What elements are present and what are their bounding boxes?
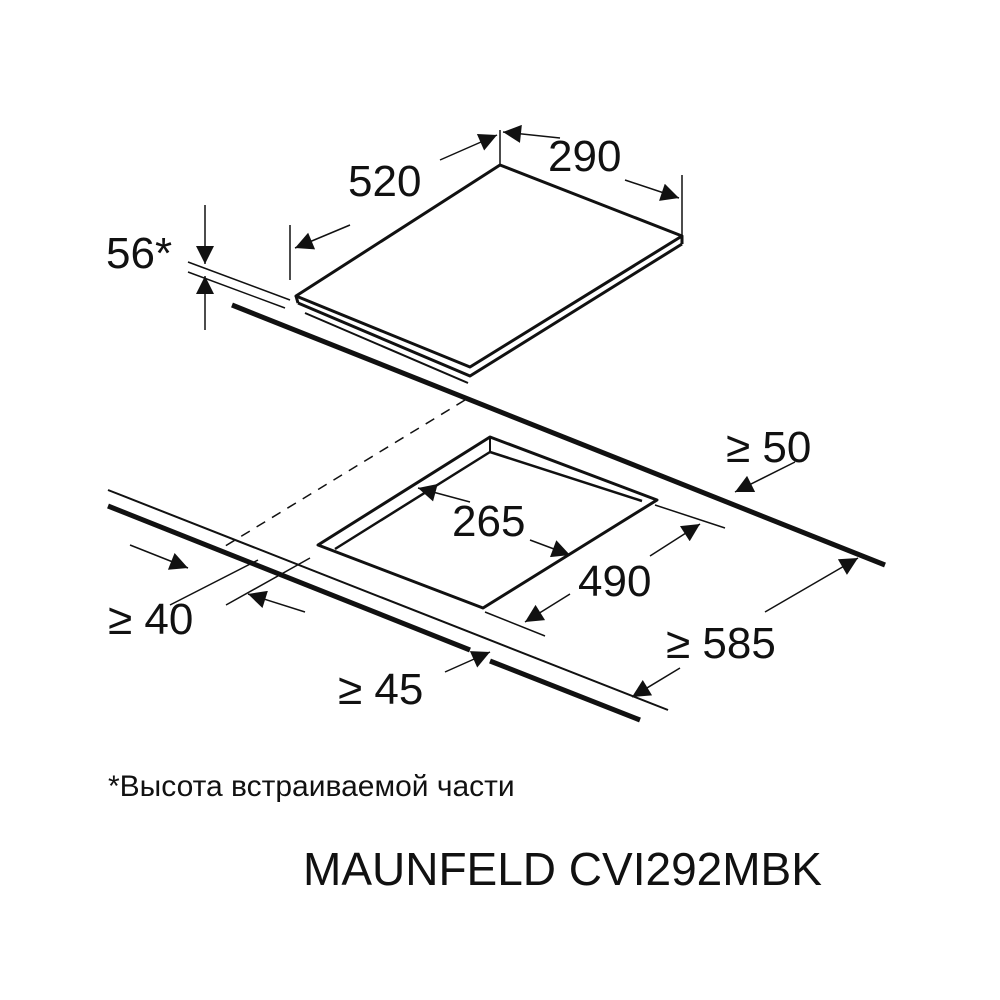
back-clearance-label: ≥ 50 xyxy=(726,423,812,472)
footnote: *Высота встраиваемой части xyxy=(108,770,515,803)
front-clearance-label: ≥ 45 xyxy=(338,665,424,714)
countertop-depth-label: ≥ 585 xyxy=(666,619,776,668)
cutout-width-label: 265 xyxy=(452,497,526,546)
hob-height-label: 56* xyxy=(106,229,173,278)
hob-width-label: 290 xyxy=(548,132,622,181)
model-name: MAUNFELD CVI292MBK xyxy=(303,843,822,895)
side-clearance-label: ≥ 40 xyxy=(108,595,194,644)
countertop xyxy=(107,302,886,723)
cutout-depth-label: 490 xyxy=(578,557,652,606)
hob-depth-label: 520 xyxy=(348,157,422,206)
dimension-lines xyxy=(129,124,859,698)
cutout xyxy=(316,435,659,610)
